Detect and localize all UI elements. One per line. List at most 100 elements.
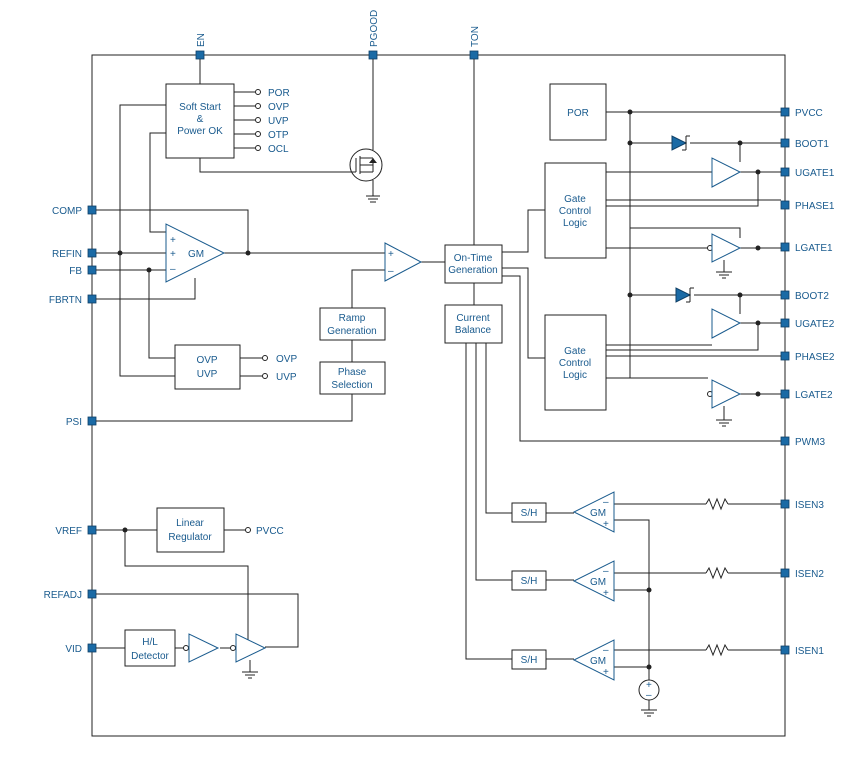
sh-block-2: S/H	[511, 570, 547, 591]
soft-start-line1: Soft Start	[179, 102, 221, 113]
pin-pgood-label: PGOOD	[369, 10, 380, 47]
hl-detector-block: H/L Detector	[124, 629, 176, 667]
soft-start-outputs: POR OVP UVP OTP OCL	[255, 88, 290, 155]
vid-buffer	[183, 633, 220, 663]
pin-boot2[interactable]: BOOT2	[780, 290, 829, 302]
isen1-resistor	[705, 643, 729, 657]
pin-refadj-label: REFADJ	[44, 590, 82, 601]
lgate2-driver	[707, 379, 742, 427]
vsrc-minus: –	[646, 690, 652, 701]
ramp-generation-block: Ramp Generation	[319, 307, 386, 341]
ugate1-driver	[711, 157, 742, 188]
phase-selection-block: Phase Selection	[319, 361, 386, 395]
phase-line2: Selection	[331, 380, 372, 391]
gcl1-line1: Gate	[564, 194, 586, 205]
pin-isen2-label: ISEN2	[795, 569, 824, 580]
current-balance-line1: Current	[456, 313, 490, 324]
sh3-label: S/H	[521, 508, 538, 519]
pin-boot2-label: BOOT2	[795, 291, 829, 302]
por-label: POR	[567, 108, 589, 119]
pin-vref[interactable]: VREF	[55, 525, 97, 537]
boot2-diode	[675, 287, 694, 303]
wires-control	[96, 59, 475, 422]
pin-psi-label: PSI	[66, 417, 82, 428]
current-balance-block: Current Balance	[444, 304, 503, 344]
isense-gm-1-plus: +	[603, 667, 609, 678]
gcl2-line3: Logic	[563, 370, 587, 381]
pin-ugate2[interactable]: UGATE2	[780, 318, 835, 330]
pin-lgate2-label: LGATE2	[795, 390, 833, 401]
pin-isen2[interactable]: ISEN2	[780, 568, 824, 580]
isense-gm-1-label: GM	[590, 656, 606, 667]
lgate1-driver	[707, 233, 742, 279]
isense-gm-2-minus: –	[603, 566, 609, 577]
boot1-diode	[671, 135, 690, 151]
soft-out-ocl: OCL	[268, 144, 289, 155]
ovp-out-label: OVP	[276, 354, 297, 365]
soft-out-otp: OTP	[268, 130, 289, 141]
on-time-line2: Generation	[448, 265, 497, 276]
pin-phase2[interactable]: PHASE2	[780, 351, 835, 363]
gm-label: GM	[188, 249, 204, 260]
isense-gm-2-label: GM	[590, 577, 606, 588]
pin-isen1[interactable]: ISEN1	[780, 645, 824, 657]
isense-gm-1: GM – +	[572, 639, 615, 681]
pin-psi[interactable]: PSI	[66, 416, 97, 428]
soft-out-uvp: UVP	[268, 116, 289, 127]
pin-fbrtn[interactable]: FBRTN	[49, 294, 97, 306]
pin-refin[interactable]: REFIN	[52, 248, 97, 260]
pin-ugate2-label: UGATE2	[795, 319, 835, 330]
gm-minus: –	[170, 264, 176, 275]
on-time-line1: On-Time	[454, 253, 493, 264]
pin-phase1[interactable]: PHASE1	[780, 200, 835, 212]
isense-gm-1-minus: –	[603, 645, 609, 656]
phase-line1: Phase	[338, 367, 367, 378]
pin-refin-label: REFIN	[52, 249, 82, 260]
junctions	[117, 109, 761, 670]
pin-comp[interactable]: COMP	[52, 205, 97, 217]
pin-phase1-label: PHASE1	[795, 201, 835, 212]
pin-ton[interactable]: TON	[469, 26, 481, 60]
pin-ugate1-label: UGATE1	[795, 168, 835, 179]
pin-isen3-label: ISEN3	[795, 500, 824, 511]
pin-ugate1[interactable]: UGATE1	[780, 167, 835, 179]
vsrc-plus: +	[646, 680, 652, 691]
pin-fb-label: FB	[69, 266, 82, 277]
por-block: POR	[549, 83, 607, 141]
isense-gm-3-minus: –	[603, 497, 609, 508]
pin-lgate2[interactable]: LGATE2	[780, 389, 833, 401]
gcl1-line2: Control	[559, 206, 591, 217]
soft-start-block: Soft Start & Power OK	[165, 83, 235, 159]
sh-block-1: S/H	[511, 649, 547, 670]
ramp-line2: Generation	[327, 326, 376, 337]
pin-pvcc[interactable]: PVCC	[780, 107, 823, 119]
pin-refadj[interactable]: REFADJ	[44, 589, 97, 601]
reference-voltage-source: + –	[638, 679, 660, 717]
ugate2-driver	[711, 308, 742, 339]
pin-pwm3-label: PWM3	[795, 437, 825, 448]
pin-pwm3[interactable]: PWM3	[780, 436, 825, 448]
linear-regulator-block: Linear Regulator PVCC	[156, 507, 284, 553]
isen3-resistor	[705, 497, 729, 511]
linreg-line1: Linear	[176, 518, 204, 529]
soft-start-line3: Power OK	[177, 126, 223, 137]
pin-pgood[interactable]: PGOOD	[368, 10, 380, 60]
hl-line1: H/L	[142, 637, 158, 648]
pin-boot1[interactable]: BOOT1	[780, 138, 829, 150]
isense-gm-2: GM – +	[572, 560, 615, 602]
gm-error-amplifier: + + – GM	[165, 223, 226, 283]
ovp-uvp-line1: OVP	[196, 355, 217, 366]
ovp-uvp-line2: UVP	[197, 369, 218, 380]
pin-en-label: EN	[196, 33, 207, 47]
pin-lgate1[interactable]: LGATE1	[780, 242, 833, 254]
vid-comparator	[230, 633, 267, 679]
pwm-comparator: + –	[384, 242, 423, 282]
pin-isen3[interactable]: ISEN3	[780, 499, 824, 511]
pin-vid[interactable]: VID	[65, 643, 97, 655]
cmp-plus: +	[388, 249, 394, 260]
pin-comp-label: COMP	[52, 206, 82, 217]
pin-ton-label: TON	[470, 26, 481, 47]
pin-fbrtn-label: FBRTN	[49, 295, 82, 306]
gate-control-logic-1: Gate Control Logic	[544, 162, 607, 259]
